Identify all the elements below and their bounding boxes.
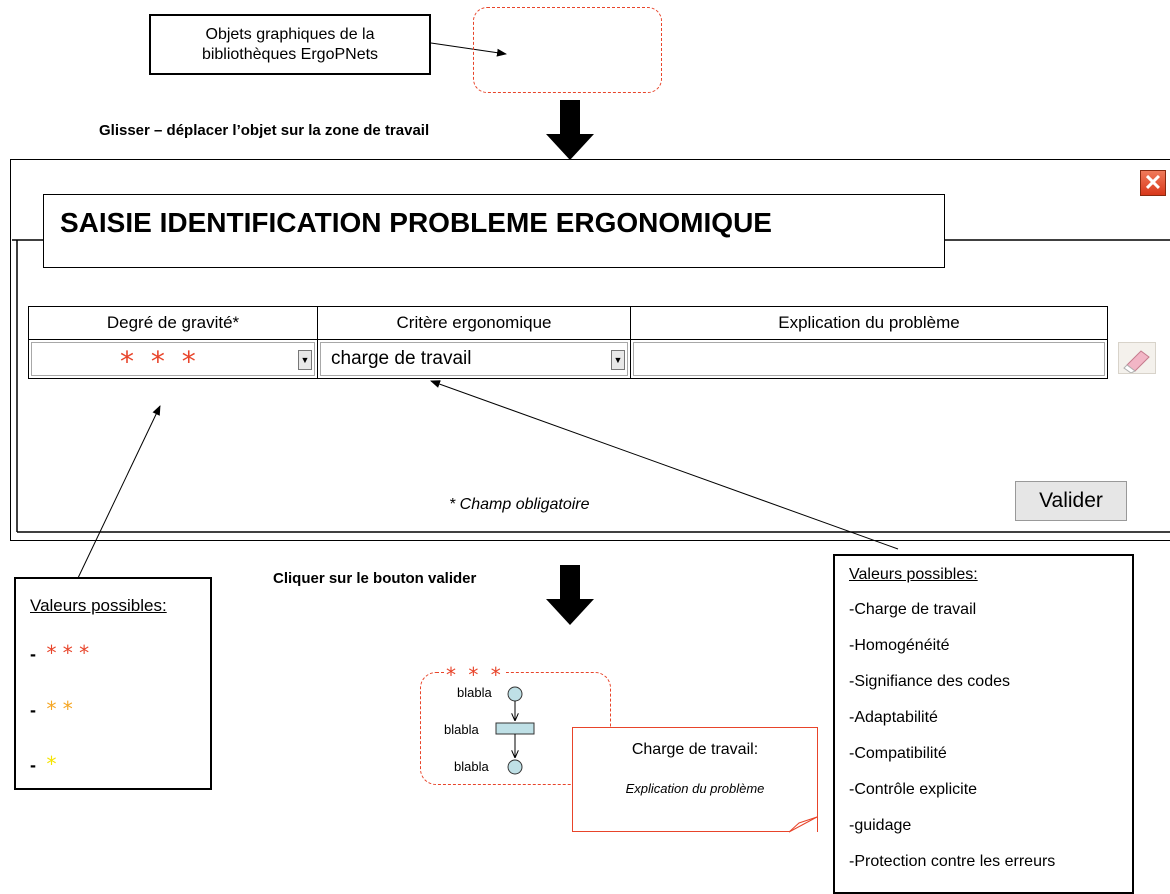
close-button[interactable]: ✕ [1140, 170, 1166, 196]
library-note-line1: Objets graphiques de la [205, 26, 375, 43]
criterion-option: -Signifiance des codes [849, 673, 1010, 690]
criterion-option: -Contrôle explicite [849, 781, 978, 798]
severity-option: - * * [30, 697, 73, 721]
click-down-arrow [546, 565, 594, 625]
header-criterion: Critère ergonomique [317, 306, 631, 340]
criterion-option: -Protection contre les erreurs [849, 853, 1056, 870]
criterion-select[interactable]: charge de travail ▼ [320, 342, 628, 376]
library-note: Objets graphiques de la bibliothèques Er… [149, 14, 431, 75]
header-explanation: Explication du problème [630, 306, 1108, 340]
criterion-option: -Charge de travail [849, 601, 977, 618]
severity-values-box: Valeurs possibles: - * * * - * * - * [14, 577, 212, 790]
transition-label: blabla [444, 722, 479, 737]
criterion-values-title: Valeurs possibles: [849, 566, 978, 583]
problem-note-text: Explication du problème [625, 781, 765, 796]
required-footnote: * Champ obligatoire [449, 496, 590, 513]
form-table: Degré de gravité* Critère ergonomique Ex… [28, 306, 1108, 379]
click-instruction: Cliquer sur le bouton valider [273, 570, 477, 587]
drag-down-arrow [546, 100, 594, 160]
library-note-line2: bibliothèques ErgoPNets [201, 46, 379, 63]
criterion-option: -Compatibilité [849, 745, 947, 762]
petri-net-diagram [495, 686, 535, 775]
chevron-down-icon[interactable]: ▼ [611, 350, 625, 370]
criterion-option: -Adaptabilité [849, 709, 938, 726]
criterion-option: -guidage [849, 817, 912, 834]
criterion-values-box: Valeurs possibles: -Charge de travail -H… [833, 554, 1134, 894]
form-window [10, 159, 1170, 541]
severity-callout-line [77, 405, 161, 579]
severity-select[interactable]: * * * ▼ [31, 342, 315, 378]
severity-option: - * [30, 752, 57, 776]
place-label: blabla [454, 759, 489, 774]
severity-option: - * * * [30, 641, 90, 665]
severity-value: * * * [120, 345, 200, 378]
criterion-callout-line [430, 380, 899, 550]
eraser-icon[interactable] [1118, 342, 1156, 374]
criterion-value: charge de travail [331, 348, 472, 369]
explanation-field[interactable] [633, 342, 1105, 376]
place-label: blabla [457, 685, 492, 700]
validate-button[interactable]: Valider [1015, 481, 1127, 521]
library-arrow [430, 42, 507, 57]
form-title: SAISIE IDENTIFICATION PROBLEME ERGONOMIQ… [43, 194, 945, 268]
drag-instruction: Glisser – déplacer l’objet sur la zone d… [99, 122, 430, 139]
header-severity: Degré de gravité* [28, 306, 318, 340]
severity-values-title: Valeurs possibles: [30, 596, 167, 615]
drop-preview-zone [473, 7, 662, 93]
problem-note-title: Charge de travail: [631, 741, 759, 758]
note-fold-icon [789, 815, 818, 833]
criterion-option: -Homogénéité [849, 637, 950, 654]
problem-note: Charge de travail: Explication du problè… [572, 727, 818, 832]
result-severity: * * * [444, 663, 506, 687]
chevron-down-icon[interactable]: ▼ [298, 350, 312, 370]
